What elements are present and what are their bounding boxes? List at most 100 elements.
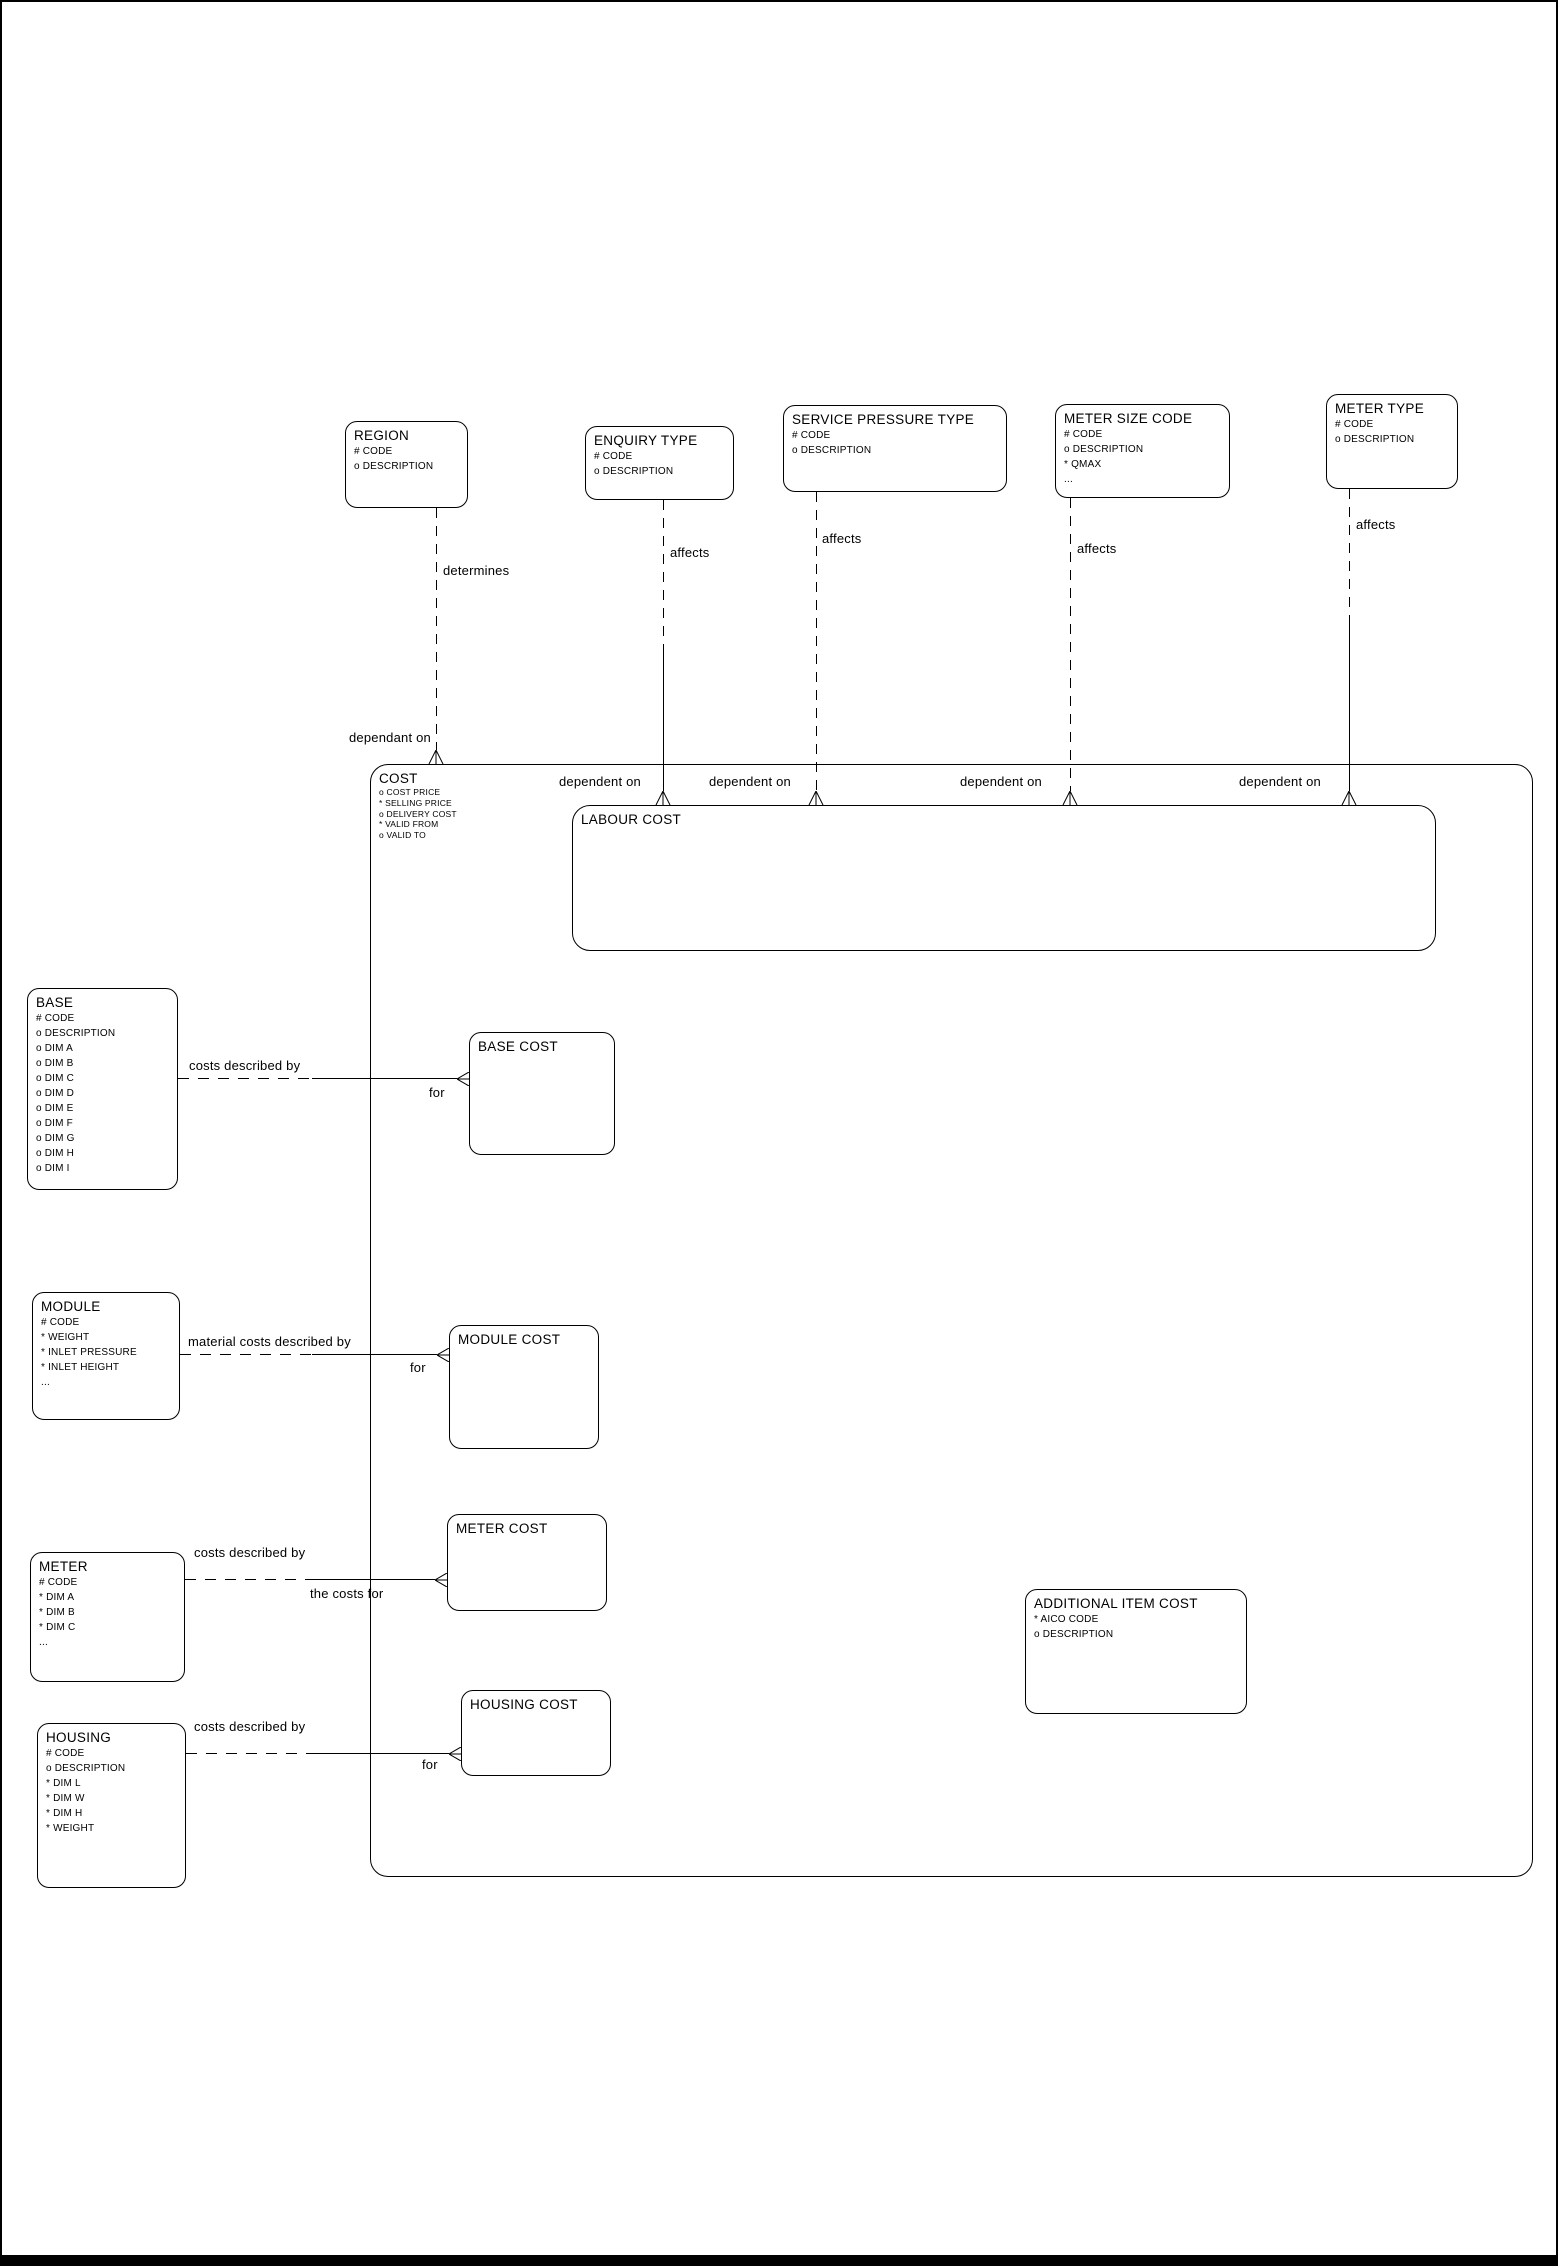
attribute-row: * DIM A — [39, 1592, 75, 1603]
entity-title: LABOUR COST — [581, 812, 682, 827]
entity-title: METER — [39, 1559, 88, 1574]
attribute-row: * DIM C — [39, 1622, 76, 1633]
attribute-row: # CODE — [594, 451, 633, 462]
relationship-label-for: for — [410, 1360, 426, 1375]
entity-additional-item-cost: ADDITIONAL ITEM COST * AICO CODE o DESCRI… — [1025, 1589, 1247, 1714]
relationship-label-affects: affects — [822, 531, 862, 546]
crow-foot-icon — [1341, 791, 1357, 806]
module-modulecost-line-solid — [312, 1354, 437, 1355]
attribute-list: # CODE o DESCRIPTION * QMAX... — [1064, 427, 1221, 487]
entity-title: MODULE — [41, 1299, 101, 1314]
attribute-row: o DIM H — [36, 1148, 75, 1159]
attribute-row: o VALID TO — [379, 830, 426, 841]
attribute-row: o DESCRIPTION — [1034, 1629, 1114, 1640]
entity-housing-cost: HOUSING COST — [461, 1690, 611, 1776]
attribute-row: o DIM G — [36, 1133, 75, 1144]
crow-foot-icon — [449, 1747, 461, 1761]
attribute-row: o DESCRIPTION — [1335, 434, 1415, 445]
attribute-row: o DIM B — [36, 1058, 74, 1069]
entity-title: COST — [379, 771, 418, 786]
attribute-list: * AICO CODE o DESCRIPTION — [1034, 1612, 1238, 1642]
meter-type-cost-line-dashed — [1349, 489, 1350, 622]
attribute-row: # CODE — [792, 430, 831, 441]
region-cost-line-dashed — [436, 508, 437, 750]
attribute-row: o DESCRIPTION — [792, 445, 872, 456]
entity-title: HOUSING — [46, 1730, 112, 1745]
relationship-label-affects: affects — [670, 545, 710, 560]
attribute-row: * WEIGHT — [41, 1332, 90, 1343]
attribute-row: # CODE — [39, 1577, 78, 1588]
entity-title: ENQUIRY TYPE — [594, 433, 698, 448]
attribute-list: # CODE o DESCRIPTION — [1335, 417, 1449, 447]
crow-foot-icon — [1062, 791, 1078, 806]
entity-meter-cost: METER COST — [447, 1514, 607, 1611]
attribute-row: o DIM E — [36, 1103, 74, 1114]
enquiry-cost-line-solid — [663, 652, 664, 791]
attribute-row: # CODE — [1064, 429, 1103, 440]
attribute-row: o DIM C — [36, 1073, 75, 1084]
relationship-label-determines: determines — [443, 563, 510, 578]
attribute-list: # CODE* DIM A* DIM B* DIM C... — [39, 1575, 176, 1650]
attribute-row: * INLET HEIGHT — [41, 1362, 120, 1373]
attribute-row: # CODE — [41, 1317, 80, 1328]
crow-foot-icon — [808, 791, 824, 806]
attribute-row: # CODE — [46, 1748, 85, 1759]
attribute-row: o COST PRICE — [379, 787, 441, 797]
attribute-list: # CODE o DESCRIPTION — [792, 428, 998, 458]
entity-meter-size-code: METER SIZE CODE # CODE o DESCRIPTION * QMA… — [1055, 404, 1230, 498]
meter-size-cost-line-dashed — [1070, 498, 1071, 791]
entity-title: METER TYPE — [1335, 401, 1425, 416]
relationship-label-dependent-on: dependent on — [960, 774, 1042, 789]
attribute-row: o DESCRIPTION — [1064, 444, 1144, 455]
entity-module-cost: MODULE COST — [449, 1325, 599, 1449]
service-pressure-cost-line-dashed — [816, 492, 817, 791]
housing-housingcost-line-solid — [312, 1753, 449, 1754]
module-modulecost-line-dashed — [180, 1354, 312, 1355]
attribute-row: ... — [39, 1637, 48, 1648]
attribute-row: * INLET PRESSURE — [41, 1347, 137, 1358]
attribute-row: * WEIGHT — [46, 1823, 95, 1834]
crow-foot-icon — [435, 1573, 447, 1587]
attribute-row: o DIM I — [36, 1163, 70, 1174]
entity-labour-cost: LABOUR COST — [572, 805, 1436, 951]
crow-foot-icon — [655, 791, 671, 806]
crow-foot-icon — [437, 1348, 449, 1362]
attribute-row: * DIM W — [46, 1793, 85, 1804]
entity-title: METER COST — [456, 1521, 548, 1536]
entity-base-cost: BASE COST — [469, 1032, 615, 1155]
attribute-list: # CODE o DESCRIPTION — [594, 449, 725, 479]
housing-housingcost-line-dashed — [186, 1753, 312, 1754]
relationship-label-dependent-on: dependent on — [559, 774, 641, 789]
attribute-row: * VALID FROM — [379, 819, 439, 830]
entity-module: MODULE # CODE * WEIGHT * INLET PRESSURE * I… — [32, 1292, 180, 1420]
relationship-label-dependant-on: dependant on — [349, 730, 431, 745]
attribute-row: * QMAX — [1064, 459, 1102, 470]
relationship-label-the-costs-for: the costs for — [310, 1586, 384, 1601]
attribute-row: # CODE — [36, 1013, 75, 1024]
enquiry-cost-line-dashed — [663, 500, 664, 652]
attribute-row: * AICO CODE — [1034, 1614, 1099, 1625]
entity-title: METER SIZE CODE — [1064, 411, 1193, 426]
entity-meter-type: METER TYPE # CODE o DESCRIPTION — [1326, 394, 1458, 489]
attribute-row: o DIM F — [36, 1118, 73, 1129]
relationship-label-costs-described-by: costs described by — [189, 1058, 301, 1073]
crow-foot-icon — [428, 750, 444, 765]
attribute-row: o DESCRIPTION — [594, 466, 674, 477]
relationship-label-for: for — [429, 1085, 445, 1100]
relationship-label-affects: affects — [1077, 541, 1117, 556]
entity-title: ADDITIONAL ITEM COST — [1034, 1596, 1198, 1611]
attribute-row: ... — [1064, 474, 1073, 485]
relationship-label-affects: affects — [1356, 517, 1396, 532]
entity-meter: METER # CODE* DIM A* DIM B* DIM C... — [30, 1552, 185, 1682]
relationship-label-costs-described-by: costs described by — [194, 1719, 306, 1734]
entity-title: BASE — [36, 995, 74, 1010]
attribute-row: # CODE — [1335, 419, 1374, 430]
